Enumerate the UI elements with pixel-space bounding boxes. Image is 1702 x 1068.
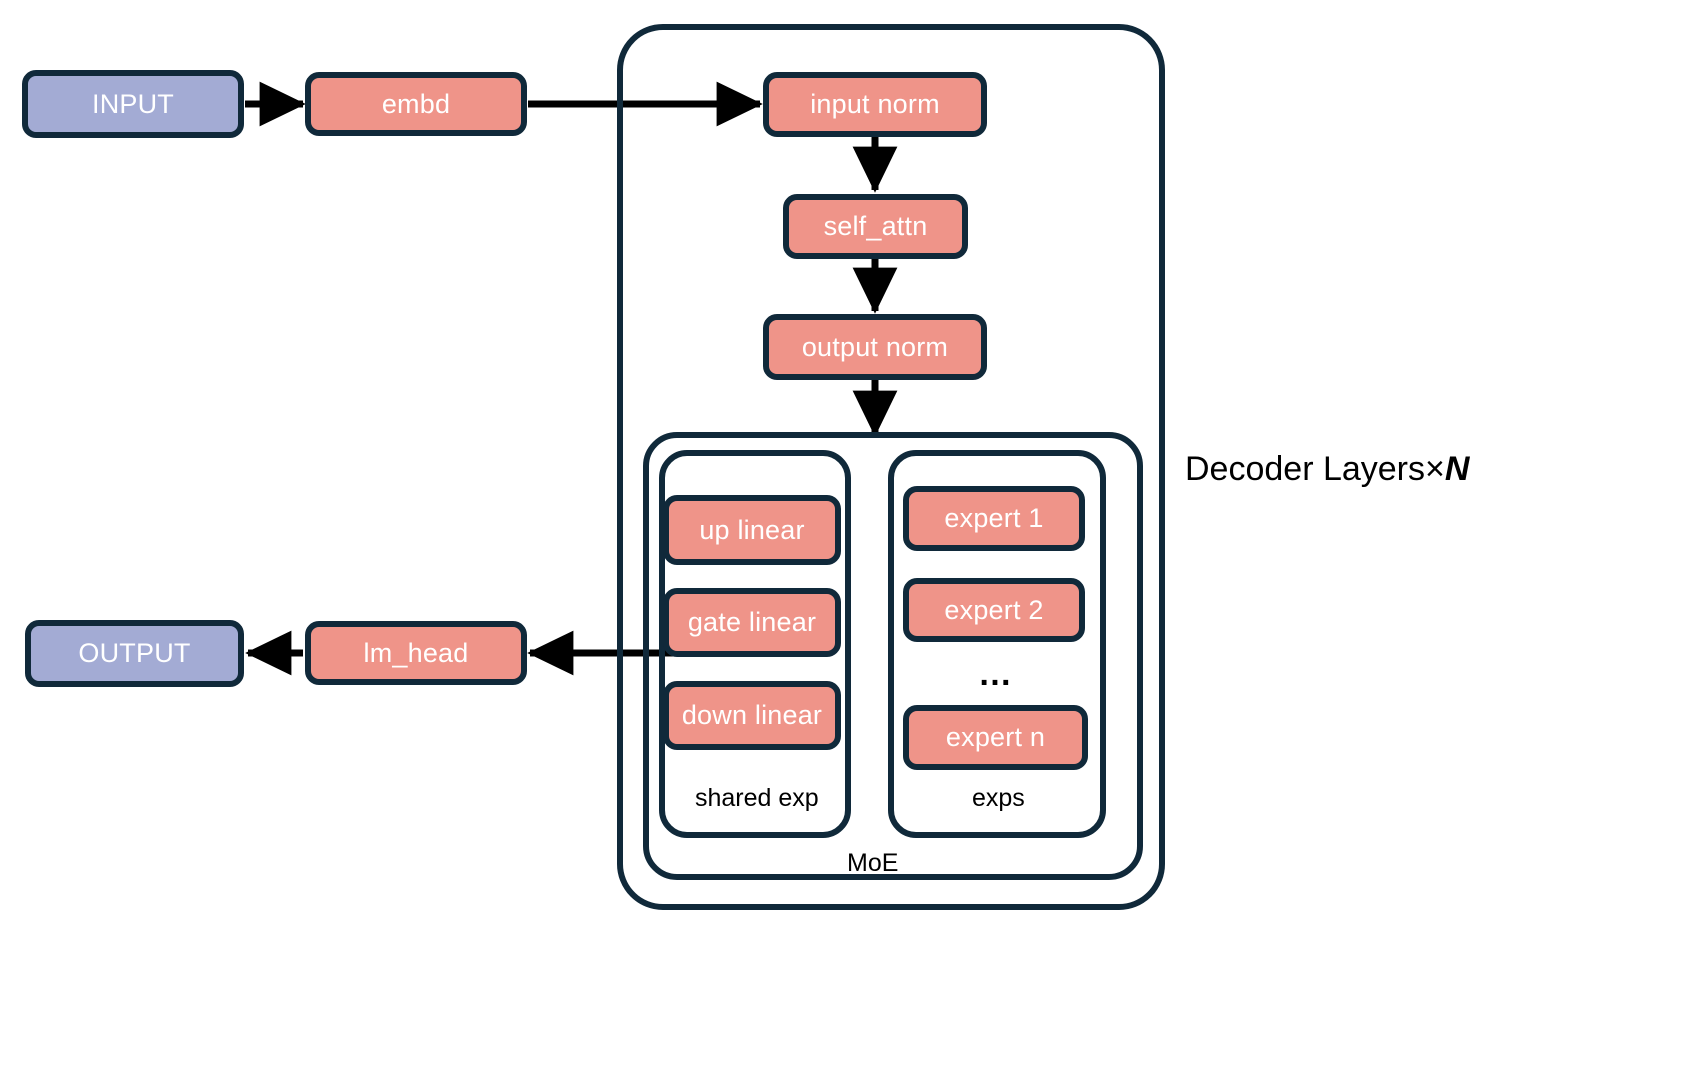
node-up-linear[interactable]: up linear bbox=[663, 495, 841, 565]
experts-ellipsis: … bbox=[978, 655, 1014, 693]
node-embd[interactable]: embd bbox=[305, 72, 527, 136]
node-input[interactable]: INPUT bbox=[22, 70, 244, 138]
node-input-norm[interactable]: input norm bbox=[763, 72, 987, 137]
node-expert-2[interactable]: expert 2 bbox=[903, 578, 1085, 642]
node-output[interactable]: OUTPUT bbox=[25, 620, 244, 687]
decoder-layers-frame bbox=[617, 24, 1165, 910]
node-gate-linear[interactable]: gate linear bbox=[663, 588, 841, 657]
caption-decoder-layers: Decoder Layers×N bbox=[1185, 452, 1469, 486]
node-output-norm[interactable]: output norm bbox=[763, 314, 987, 380]
node-expert-1[interactable]: expert 1 bbox=[903, 486, 1085, 551]
caption-moe: MoE bbox=[847, 849, 899, 877]
experts-group-frame bbox=[888, 450, 1106, 838]
caption-shared-exp: shared exp bbox=[695, 784, 819, 812]
decoder-layers-count: N bbox=[1444, 450, 1470, 488]
caption-exps: exps bbox=[972, 784, 1025, 812]
shared-expert-group-frame bbox=[659, 450, 851, 838]
node-self-attn[interactable]: self_attn bbox=[783, 194, 968, 259]
node-lm-head[interactable]: lm_head bbox=[305, 621, 527, 685]
node-down-linear[interactable]: down linear bbox=[663, 681, 841, 750]
decoder-layers-text: Decoder Layers× bbox=[1185, 450, 1445, 488]
node-expert-n[interactable]: expert n bbox=[903, 705, 1088, 770]
